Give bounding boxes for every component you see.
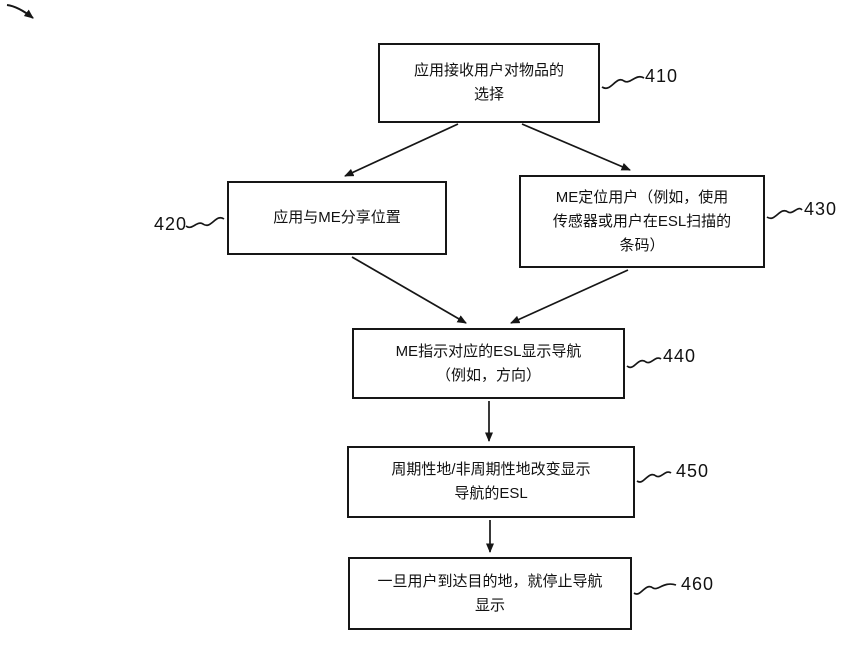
flow-node-410: 应用接收用户对物品的 选择 [378,43,600,123]
ref-label-450: 450 [676,461,710,481]
leader-410 [601,76,645,90]
ref-label-430: 430 [804,199,838,219]
flow-node-440: ME指示对应的ESL显示导航 （例如，方向） [352,328,625,399]
flow-node-430-text: ME定位用户（例如，使用 传感器或用户在ESL扫描的 条码） [552,188,732,254]
arrow-410-420 [344,123,459,177]
ref-label-420: 420 [154,214,188,234]
leader-420 [185,216,225,229]
flow-node-430: ME定位用户（例如，使用 传感器或用户在ESL扫描的 条码） [519,175,765,268]
flow-node-410-text: 应用接收用户对物品的 选择 [413,62,564,103]
leader-430 [766,207,803,220]
flow-node-460: 一旦用户到达目的地，就停止导航 显示 [348,557,632,630]
flow-node-440-text: ME指示对应的ESL显示导航 （例如，方向） [395,342,582,384]
flow-node-450-text: 周期性地/非周期性地改变显示 导航的ESL [391,461,591,502]
flow-node-420-text: 应用与ME分享位置 [273,209,401,226]
figure-pointer-arrow-icon [6,4,34,19]
leader-460 [633,583,677,595]
ref-label-440: 440 [663,346,697,366]
ref-label-460: 460 [681,574,715,594]
ref-label-410: 410 [645,66,679,86]
flow-node-460-text: 一旦用户到达目的地，就停止导航 显示 [377,572,603,614]
leader-440 [626,357,662,369]
flow-node-420: 应用与ME分享位置 [227,181,447,255]
leader-450 [636,471,672,483]
flow-node-450: 周期性地/非周期性地改变显示 导航的ESL [347,446,635,518]
arrow-410-430 [521,123,631,171]
arrow-430-440 [510,269,629,324]
arrow-420-440 [351,256,467,324]
